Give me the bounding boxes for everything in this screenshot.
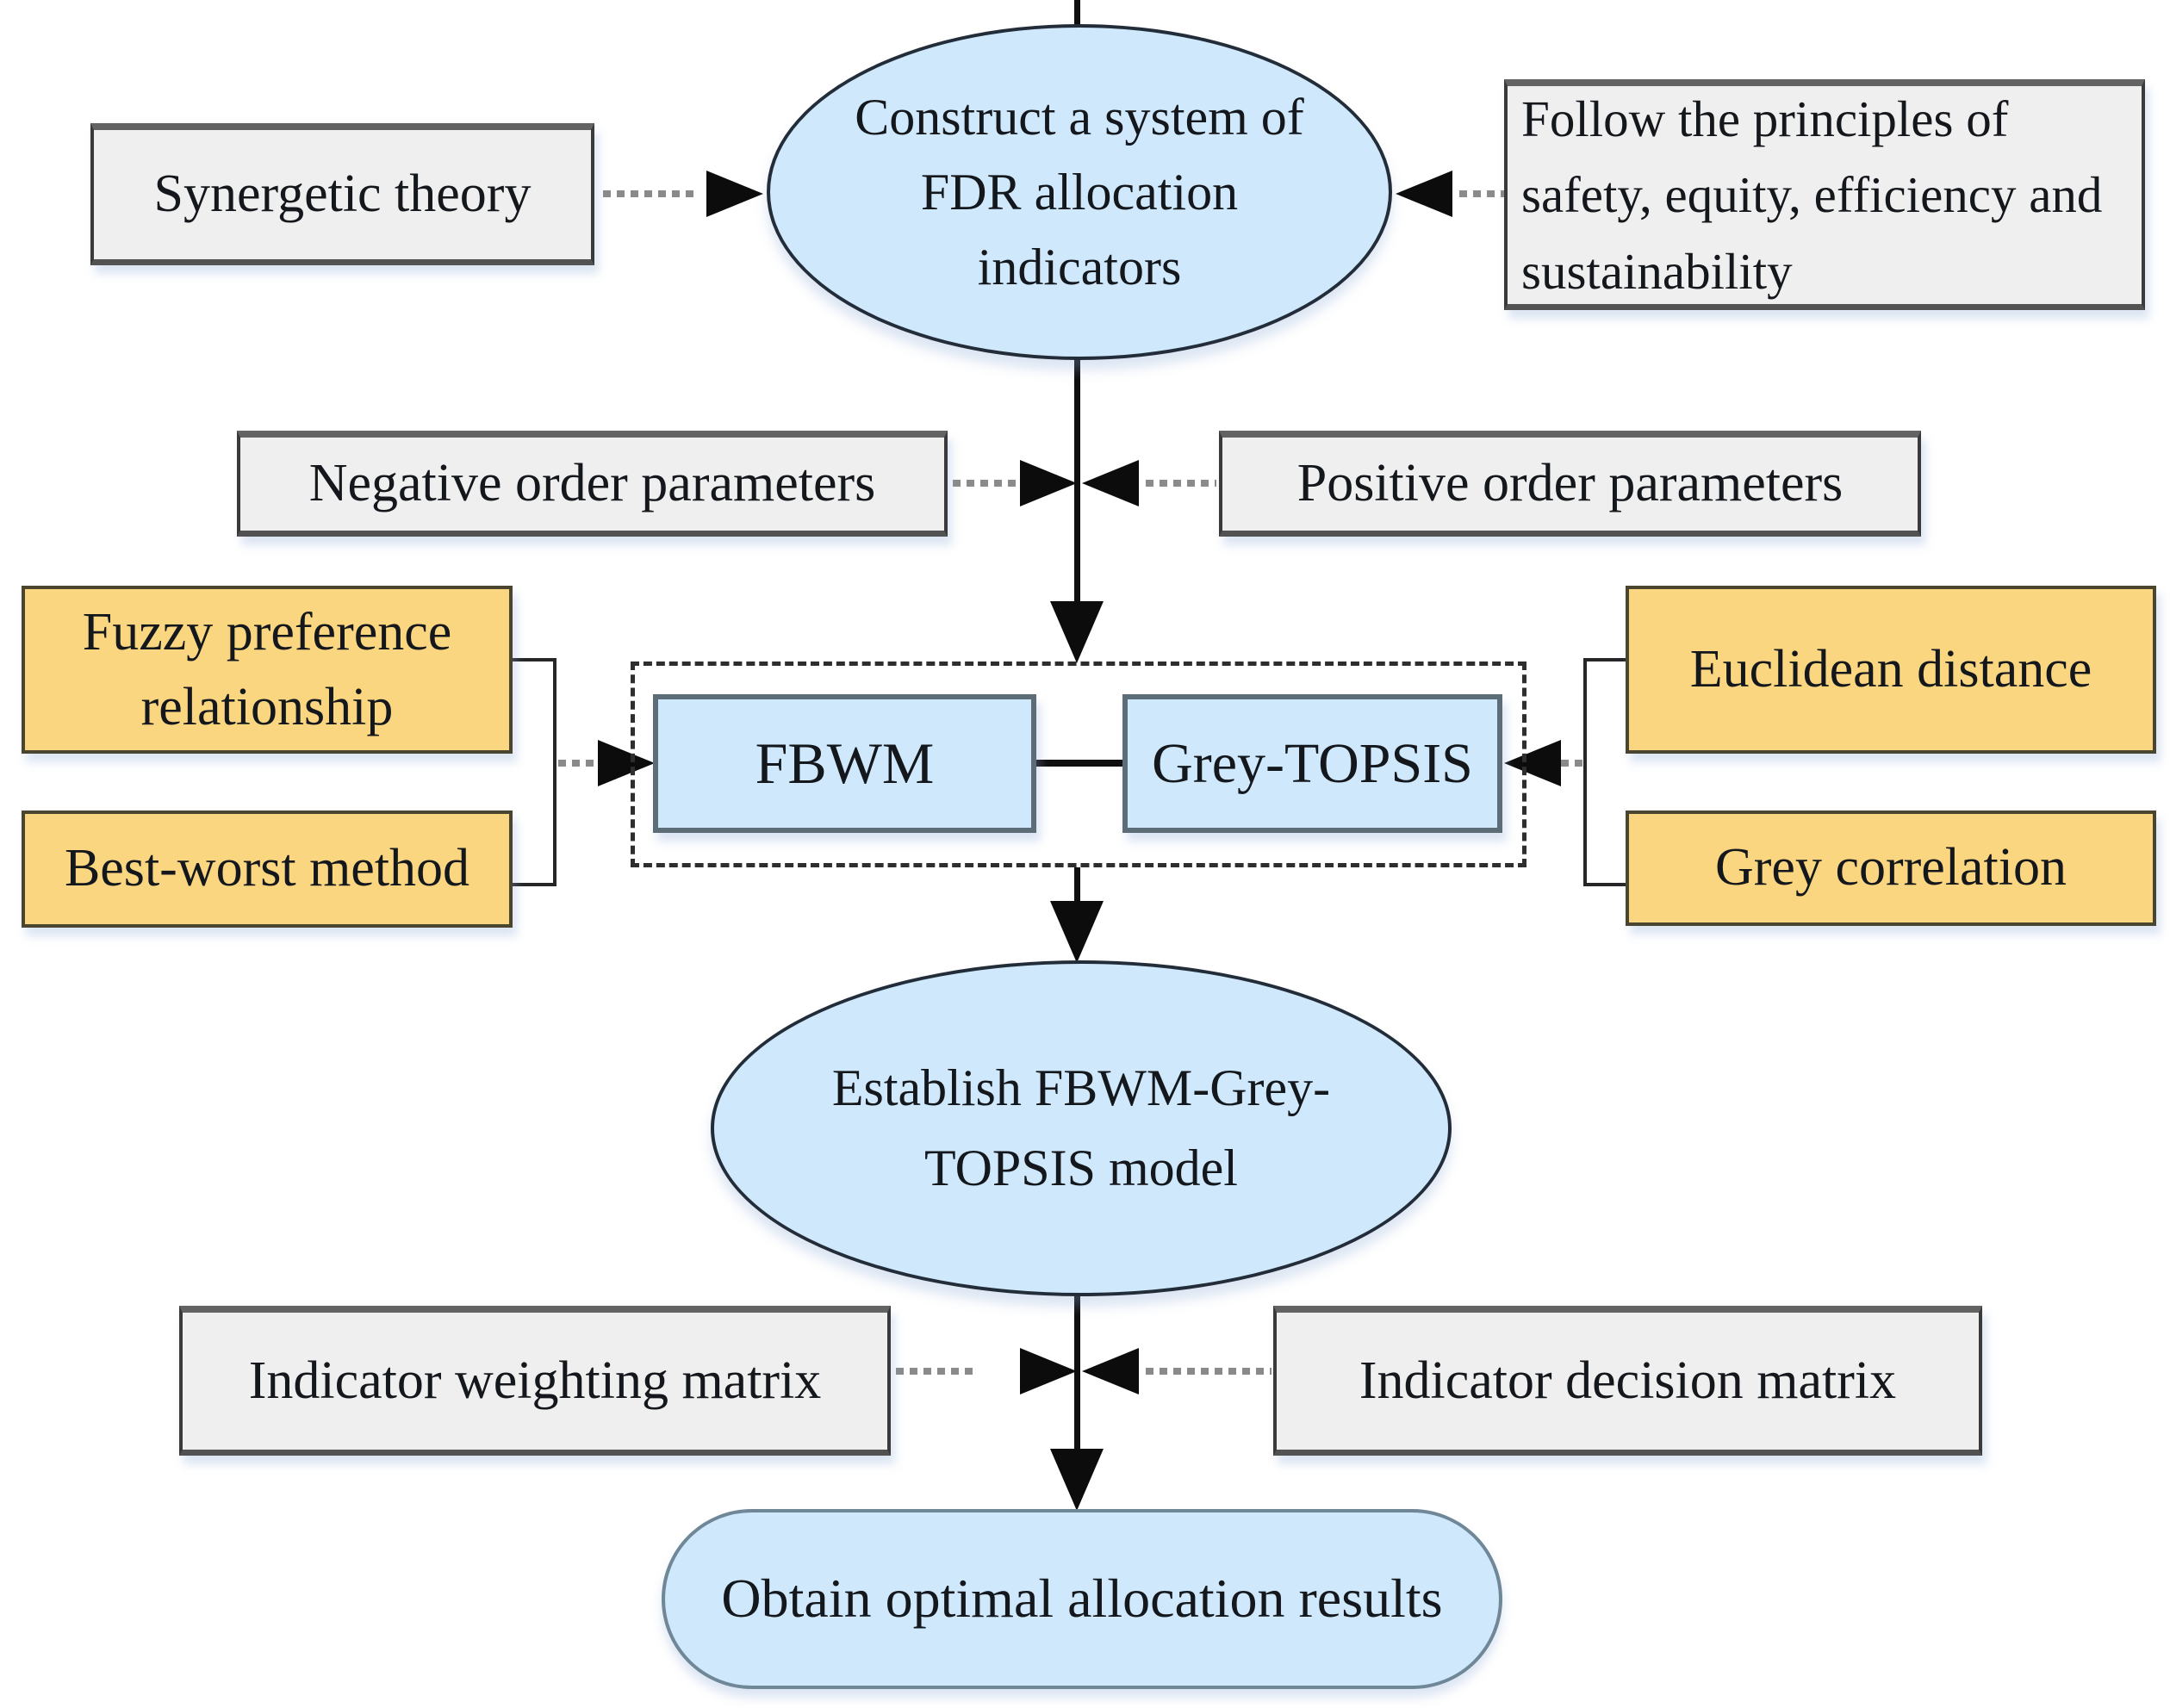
dashed-methods-group (631, 661, 1526, 867)
edge-positive-center-line (1146, 480, 1216, 487)
node-grey-correlation-label: Grey correlation (1715, 838, 2067, 897)
node-construct-system-ellipse: Construct a system of FDR allocation ind… (767, 24, 1392, 360)
node-grey-topsis-label: Grey-TOPSIS (1152, 731, 1473, 795)
bracket-left-bottom (513, 883, 556, 886)
node-indicator-weighting-matrix-label: Indicator weighting matrix (248, 1351, 822, 1410)
edge-establish-results-line (1074, 1295, 1080, 1451)
node-fbwm: FBWM (653, 694, 1036, 833)
edge-bracket-fbwm-line (558, 760, 600, 767)
edge-decision-center-line (1146, 1368, 1272, 1375)
node-follow-principles: Follow the principles of safety, equity,… (1504, 79, 2145, 310)
edge-synergetic-construct-line (603, 190, 699, 197)
edge-positive-center-arrowhead-icon (1082, 460, 1139, 506)
edge-establish-results-arrowhead-icon (1050, 1449, 1104, 1511)
node-indicator-decision-matrix: Indicator decision matrix (1273, 1306, 1982, 1456)
edge-bracket-fbwm-arrowhead-icon (598, 740, 655, 786)
bracket-right-bottom (1585, 883, 1628, 886)
node-fuzzy-preference-relationship-label: Fuzzy preference relationship (82, 602, 452, 736)
edge-fbwm-greytopsis-line (1036, 760, 1122, 767)
bracket-left-vertical (553, 658, 556, 886)
edge-construct-methods-line (1074, 358, 1080, 605)
node-indicator-decision-matrix-label: Indicator decision matrix (1359, 1351, 1897, 1410)
node-grey-topsis: Grey-TOPSIS (1122, 694, 1502, 833)
node-positive-order-parameters-label: Positive order parameters (1296, 454, 1844, 513)
edge-methods-establish-line (1074, 867, 1080, 909)
edge-principles-construct-line (1459, 190, 1504, 197)
node-synergetic-theory: Synergetic theory (90, 123, 594, 265)
edge-negative-center-arrowhead-icon (1020, 460, 1077, 506)
bracket-right-vertical (1583, 658, 1587, 886)
node-indicator-weighting-matrix: Indicator weighting matrix (179, 1306, 891, 1456)
node-obtain-results: Obtain optimal allocation results (662, 1509, 1502, 1689)
node-negative-order-parameters: Negative order parameters (237, 431, 948, 537)
edge-bracket-greytopsis-arrowhead-icon (1504, 740, 1561, 786)
node-follow-principles-label: Follow the principles of safety, equity,… (1521, 90, 2103, 300)
node-best-worst-method-label: Best-worst method (64, 839, 470, 898)
node-euclidean-distance: Euclidean distance (1626, 586, 2156, 754)
node-best-worst-method: Best-worst method (22, 811, 513, 928)
edge-weighting-center-line (896, 1368, 973, 1375)
edge-weighting-center-arrowhead-icon (1020, 1348, 1077, 1394)
edge-bracket-greytopsis-line (1561, 760, 1585, 767)
node-obtain-results-label: Obtain optimal allocation results (721, 1568, 1443, 1630)
edge-principles-construct-arrowhead-icon (1396, 171, 1452, 217)
bracket-left-top (513, 658, 556, 661)
node-fuzzy-preference-relationship: Fuzzy preference relationship (22, 586, 513, 754)
node-positive-order-parameters: Positive order parameters (1219, 431, 1921, 537)
edge-decision-center-arrowhead-icon (1082, 1348, 1139, 1394)
edge-methods-establish-arrowhead-icon (1050, 901, 1104, 963)
node-establish-model-label: Establish FBWM-Grey-TOPSIS model (831, 1059, 1331, 1196)
node-fbwm-label: FBWM (755, 730, 935, 796)
edge-construct-methods-arrowhead-icon (1050, 601, 1104, 663)
top-stub-line (1074, 0, 1080, 26)
node-euclidean-distance-label: Euclidean distance (1689, 639, 2092, 699)
bracket-right-top (1585, 658, 1628, 661)
node-synergetic-theory-label: Synergetic theory (153, 165, 532, 224)
edge-synergetic-construct-arrowhead-icon (706, 171, 763, 217)
edge-negative-center-line (953, 480, 1022, 487)
node-construct-system-label: Construct a system of FDR allocation ind… (855, 88, 1304, 295)
node-establish-model-ellipse: Establish FBWM-Grey-TOPSIS model (711, 960, 1452, 1296)
node-negative-order-parameters-label: Negative order parameters (308, 454, 876, 513)
node-grey-correlation: Grey correlation (1626, 811, 2156, 926)
